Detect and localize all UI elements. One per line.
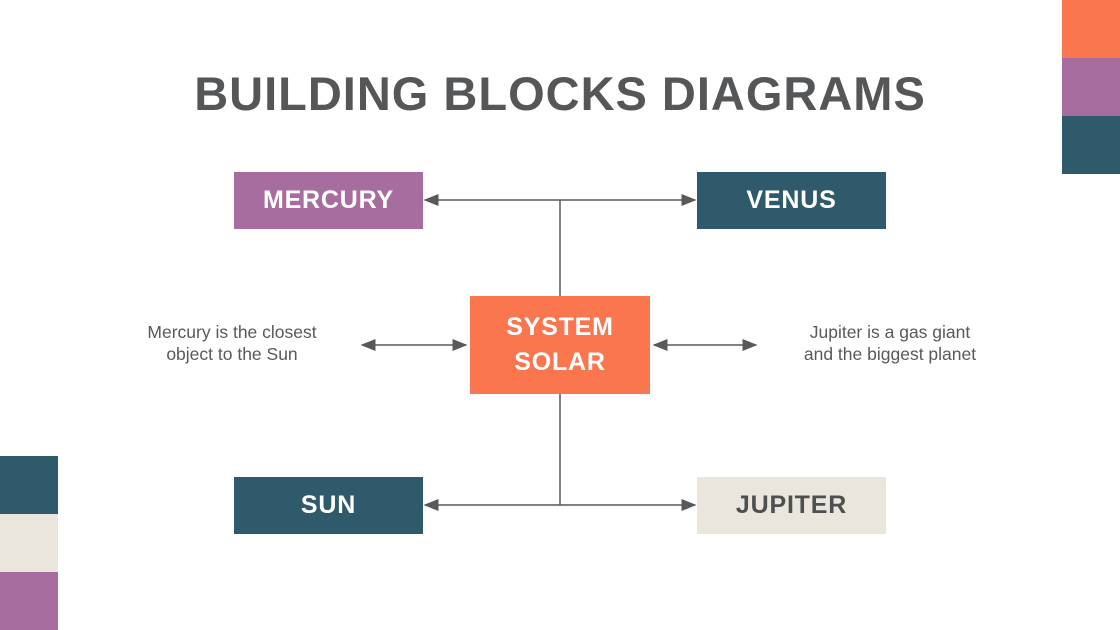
node-jupiter: JUPITER	[697, 477, 886, 534]
node-system-solar: SYSTEM SOLAR	[470, 296, 650, 394]
page-title: BUILDING BLOCKS DIAGRAMS	[194, 67, 926, 120]
annotation-jupiter: Jupiter is a gas giant and the biggest p…	[778, 322, 1002, 365]
node-mercury-label: MERCURY	[262, 186, 395, 214]
node-venus-label: VENUS	[746, 186, 837, 214]
annotation-jupiter-line2: and the biggest planet	[803, 343, 977, 364]
node-system-solar-label-line1: SYSTEM	[506, 313, 614, 341]
node-sun: SUN	[234, 477, 423, 534]
decor-palette-top-right	[1062, 0, 1120, 174]
annotation-mercury-line2: object to the Sun	[166, 343, 298, 364]
node-venus: VENUS	[697, 172, 886, 229]
decor-swatch-teal	[1062, 116, 1120, 174]
node-system-solar-label-line2: SOLAR	[514, 348, 606, 376]
annotation-jupiter-line1: Jupiter is a gas giant	[809, 322, 971, 342]
decor-swatch-cream	[0, 514, 58, 572]
annotation-mercury: Mercury is the closest object to the Sun	[120, 322, 344, 365]
decor-palette-bottom-left	[0, 456, 58, 630]
node-mercury: MERCURY	[234, 172, 423, 229]
decor-swatch-purple	[1062, 58, 1120, 116]
decor-swatch-purple	[0, 572, 58, 630]
node-jupiter-label: JUPITER	[735, 491, 848, 519]
decor-swatch-orange	[1062, 0, 1120, 58]
decor-swatch-teal	[0, 456, 58, 514]
annotation-mercury-line1: Mercury is the closest	[147, 322, 317, 342]
node-sun-label: SUN	[300, 491, 357, 519]
